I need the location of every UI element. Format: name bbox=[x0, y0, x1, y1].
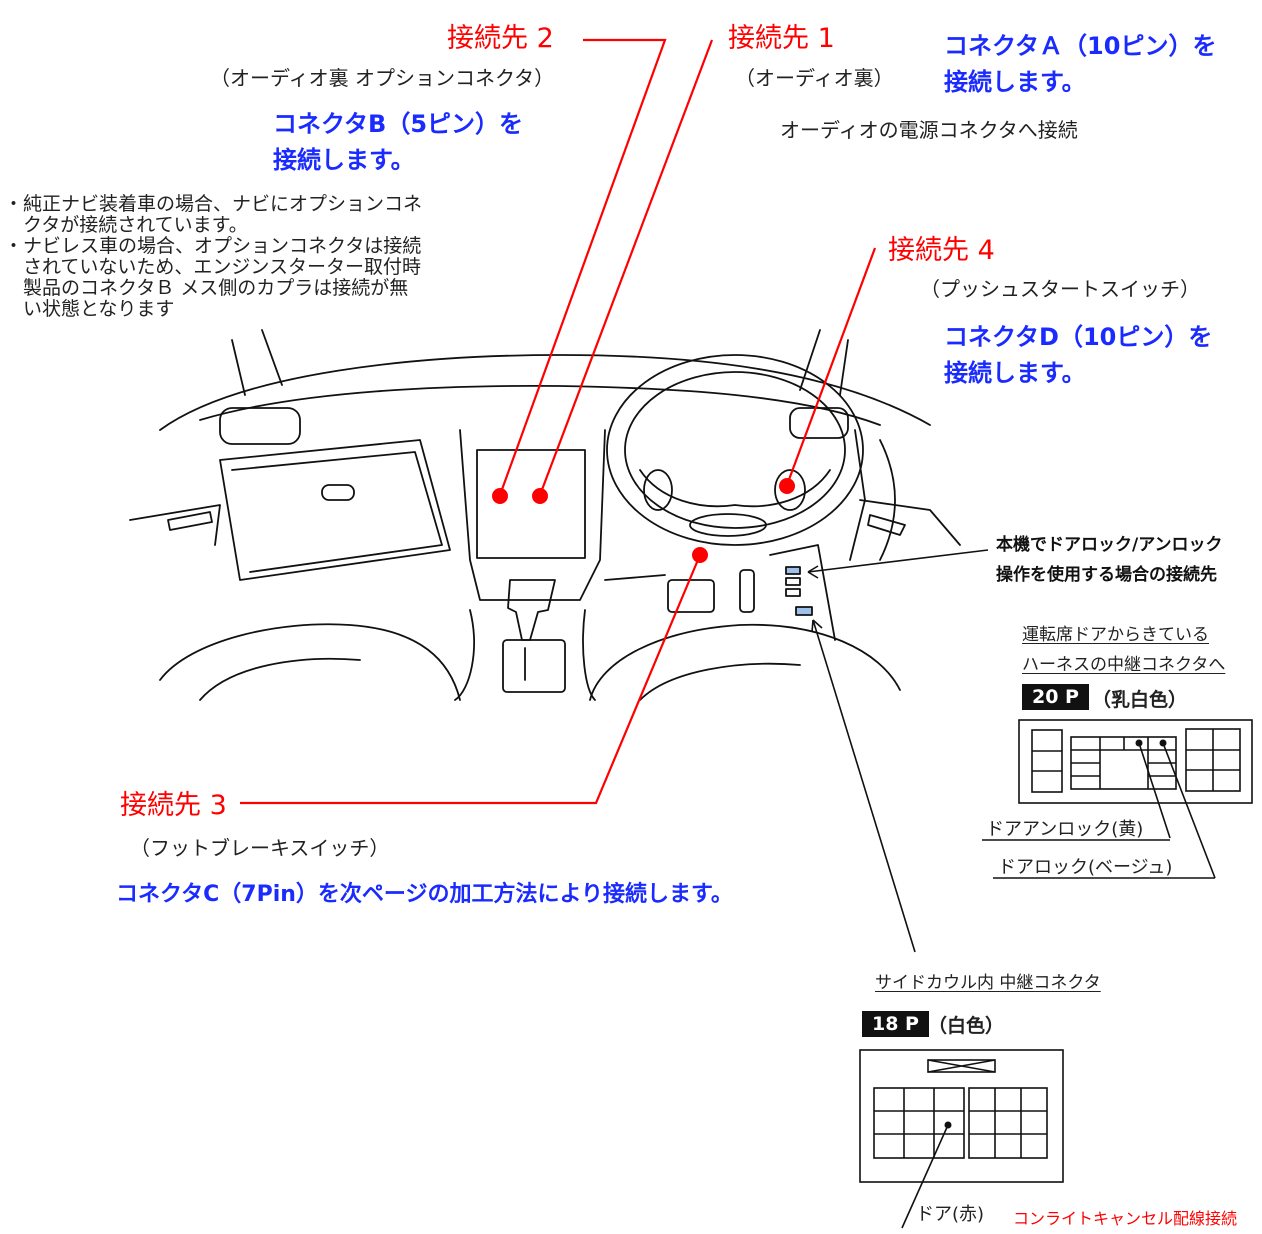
note-line: ・純正ナビ装着車の場合、ナビにオプションコネ bbox=[4, 193, 423, 215]
door-lock-heading-line2: 操作を使用する場合の接続先 bbox=[996, 565, 1217, 585]
right-vent bbox=[789, 407, 849, 439]
note-line: されていないため、エンジンスターター取付時 bbox=[4, 256, 422, 278]
side-cowl-pin-badge: 18 P bbox=[862, 1011, 929, 1037]
leader-1 bbox=[538, 39, 714, 496]
side-cowl-title: サイドカウル内 中継コネクタ bbox=[875, 973, 1101, 993]
leader-sidecowl bbox=[812, 619, 916, 953]
note-line: 製品のコネクタＢ メス側のカプラは接続が無 bbox=[4, 277, 409, 299]
relay-line1: 運転席ドアからきている bbox=[1022, 625, 1209, 645]
door-unlock-label: ドアアンロック(黄) bbox=[986, 819, 1144, 840]
door-lock-heading-line1: 本機でドアロック/アンロック bbox=[996, 535, 1223, 555]
relay-line2: ハーネスの中継コネクタへ bbox=[1022, 655, 1226, 675]
note-line: い状態となります bbox=[4, 298, 175, 320]
destination-1-description: オーディオの電源コネクタへ接続 bbox=[780, 118, 1078, 142]
destination-3-title: 接続先 3 bbox=[120, 790, 227, 821]
destination-2-connector-line2: 接続します。 bbox=[273, 146, 415, 174]
destination-2-connector-line1: コネクタB（5ピン）を bbox=[273, 110, 524, 138]
right-seat bbox=[589, 623, 901, 701]
left-door-handle bbox=[167, 511, 213, 531]
note-line: クタが接続されています。 bbox=[4, 214, 248, 236]
fuse-2 bbox=[785, 577, 801, 586]
destination-3-location: （フットブレーキスイッチ） bbox=[130, 836, 390, 860]
side-cowl-color: （白色） bbox=[928, 1015, 1005, 1037]
left-pillar bbox=[231, 339, 246, 396]
steering-wheel bbox=[606, 354, 864, 546]
cancel-wiring-note: コンライトキャンセル配線接続 bbox=[1013, 1209, 1238, 1228]
leader-doorlock bbox=[807, 549, 989, 573]
glove-box bbox=[219, 439, 451, 581]
dashboard-top bbox=[159, 354, 931, 431]
accelerator-pedal bbox=[739, 569, 755, 613]
left-pillar-2 bbox=[261, 329, 283, 386]
audio-unit bbox=[476, 449, 586, 559]
destination-4-location: （プッシュスタートスイッチ） bbox=[920, 277, 1200, 301]
left-vent bbox=[219, 407, 301, 445]
destination-2-location: （オーディオ裏 オプションコネクタ） bbox=[210, 66, 555, 90]
dot-dest3 bbox=[692, 547, 708, 563]
shift-lever bbox=[507, 579, 556, 641]
dot-dest2 bbox=[492, 488, 508, 504]
right-pillar-2 bbox=[839, 339, 849, 396]
relay-pin-badge: 20 P bbox=[1022, 684, 1089, 710]
leader-2 bbox=[498, 38, 667, 496]
fuse-3 bbox=[785, 588, 801, 597]
destination-4-connector-line1: コネクタD（10ピン）を bbox=[944, 323, 1213, 351]
dot-dest4 bbox=[779, 478, 795, 494]
shift-base bbox=[502, 639, 566, 693]
door-lock-label: ドアロック(ベージュ) bbox=[998, 857, 1173, 878]
destination-1-title: 接続先 1 bbox=[728, 23, 835, 54]
destination-1-location: （オーディオ裏） bbox=[735, 66, 894, 90]
glove-handle bbox=[321, 484, 355, 501]
destination-3-connector: コネクタC（7Pin）を次ページの加工方法により接続します。 bbox=[116, 882, 733, 907]
destination-1-connector-line1: コネクタＡ（10ピン）を bbox=[944, 32, 1217, 60]
destination-2-notes: ・純正ナビ装着車の場合、ナビにオプションコネ クタが接続されています。 ・ナビレ… bbox=[4, 194, 422, 320]
steering-hub bbox=[689, 513, 767, 537]
destination-4-connector-line2: 接続します。 bbox=[944, 359, 1086, 387]
note-line: ・ナビレス車の場合、オプションコネクタは接続 bbox=[4, 235, 422, 257]
right-door-handle bbox=[867, 514, 906, 536]
destination-2-title: 接続先 2 bbox=[447, 23, 554, 54]
leader-4 bbox=[785, 247, 877, 486]
relay-color: （乳白色） bbox=[1092, 689, 1188, 711]
connector-18p bbox=[859, 1049, 1064, 1229]
leader-3 bbox=[240, 554, 702, 805]
fuse-4 bbox=[795, 606, 813, 616]
destination-4-title: 接続先 4 bbox=[888, 235, 995, 266]
brake-pedal bbox=[667, 579, 715, 613]
connector-20p bbox=[1018, 719, 1253, 879]
destination-1-connector-line2: 接続します。 bbox=[944, 68, 1086, 96]
left-seat bbox=[159, 623, 461, 701]
right-pillar bbox=[799, 329, 821, 391]
dot-dest1 bbox=[532, 488, 548, 504]
door-red-label: ドア(赤) bbox=[916, 1204, 985, 1225]
fuse-1 bbox=[785, 566, 801, 575]
